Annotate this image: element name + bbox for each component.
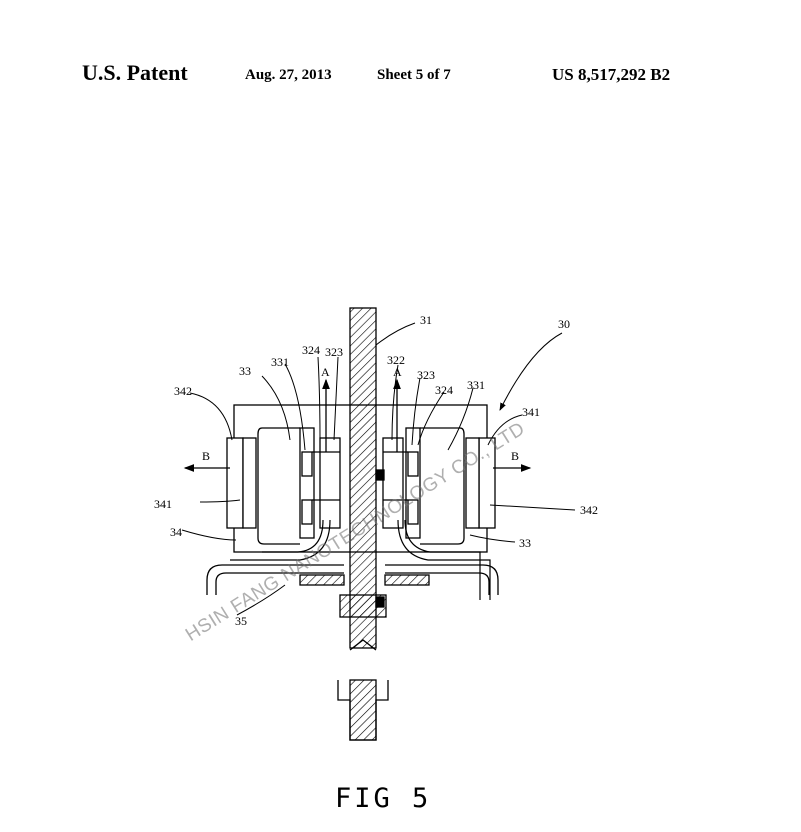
arrow-label-b-right: B	[511, 449, 519, 463]
label-341-right: 341	[522, 405, 540, 419]
label-324-right: 324	[435, 383, 453, 397]
tubes	[230, 519, 491, 600]
shaft-31	[337, 307, 389, 741]
base-plate-35	[206, 564, 499, 595]
patent-title: U.S. Patent	[82, 60, 188, 85]
flow-arrows	[183, 378, 532, 472]
label-342-left: 342	[174, 384, 192, 398]
label-33-top: 33	[239, 364, 251, 378]
arrow-label-b-left: B	[202, 449, 210, 463]
label-342-right: 342	[580, 503, 598, 517]
label-31: 31	[420, 313, 432, 327]
arrow-label-a-right: A	[393, 365, 402, 379]
reference-labels: 30 31 324 323 331 322 323 324 331 33 342…	[154, 313, 598, 628]
label-331-left: 331	[271, 355, 289, 369]
figure-caption: FIG 5	[335, 783, 432, 814]
patent-number: US 8,517,292 B2	[552, 65, 671, 84]
label-323-left: 323	[325, 345, 343, 359]
housing-34	[226, 404, 496, 553]
label-322: 322	[387, 353, 405, 367]
label-34: 34	[170, 525, 182, 539]
label-341-left: 341	[154, 497, 172, 511]
sheet-number: Sheet 5 of 7	[377, 67, 451, 83]
label-30: 30	[558, 317, 570, 331]
label-35: 35	[235, 614, 247, 628]
patent-date: Aug. 27, 2013	[245, 67, 332, 83]
label-324-left: 324	[302, 343, 320, 357]
label-33-bottom: 33	[519, 536, 531, 550]
label-323-right: 323	[417, 368, 435, 382]
label-331-right: 331	[467, 378, 485, 392]
leader-lines	[181, 322, 576, 616]
arrow-label-a-left: A	[321, 365, 330, 379]
